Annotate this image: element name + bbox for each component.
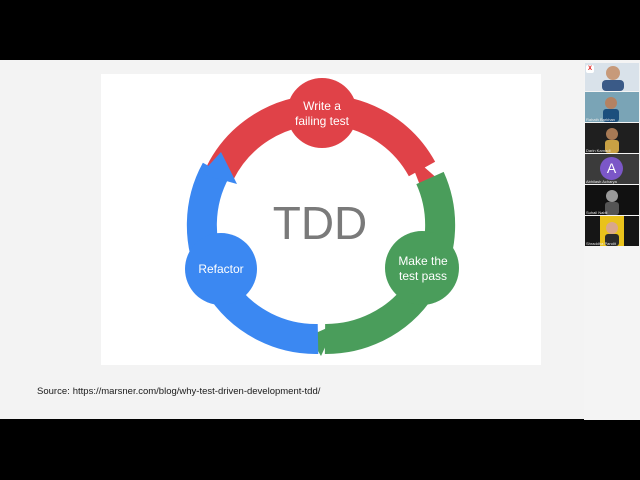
source-caption: Source:https://marsner.com/blog/why-test… [37, 386, 320, 397]
tdd-cycle-svg: Write a failing test Make the test pass … [185, 78, 459, 356]
host-logo: X [586, 65, 595, 73]
participant-avatar [605, 190, 619, 215]
participant-initial-avatar: A [600, 157, 623, 180]
participant-tile-3[interactable]: A Abhilash Acharya [585, 154, 639, 184]
participant-avatar [600, 216, 624, 246]
participant-name: Suhail Nabil [586, 210, 608, 215]
participant-name: Darin Karnadi [586, 148, 611, 153]
participant-name: Rahath Barkhan [586, 117, 615, 122]
step-label-pass-line1: Make the [398, 254, 448, 268]
participant-avatar [605, 128, 619, 153]
participant-avatar [603, 97, 619, 122]
center-label: TDD [273, 197, 368, 249]
participant-name: Abhilash Acharya [586, 179, 617, 184]
arrow-head-blue [201, 152, 237, 184]
step-circle-write-test [287, 78, 357, 148]
step-label-refactor: Refactor [198, 262, 243, 276]
step-label-write-line1: Write a [303, 99, 341, 113]
participant-tile-5[interactable]: Shraddha Pandit [585, 216, 639, 246]
step-circle-make-pass [385, 231, 459, 305]
step-label-pass-line2: test pass [399, 269, 447, 283]
participant-tile-2[interactable]: Darin Karnadi [585, 123, 639, 153]
host-avatar [602, 66, 624, 91]
participants-strip: X Rahath Barkhan Darin Karnadi A Abhilas… [584, 60, 640, 420]
participant-name: Shraddha Pandit [586, 241, 616, 246]
participant-tile-4[interactable]: Suhail Nabil [585, 185, 639, 215]
step-label-write-line2: failing test [295, 114, 350, 128]
step-circle-refactor [185, 233, 257, 305]
source-label: Source: [37, 386, 70, 397]
arrow-head-green [309, 324, 336, 356]
host-video-tile[interactable]: X [585, 63, 639, 91]
tdd-cycle-diagram: Write a failing test Make the test pass … [101, 74, 541, 365]
participant-tile-1[interactable]: Rahath Barkhan [585, 92, 639, 122]
source-url: https://marsner.com/blog/why-test-driven… [72, 386, 321, 397]
shared-slide: Write a failing test Make the test pass … [0, 60, 584, 419]
